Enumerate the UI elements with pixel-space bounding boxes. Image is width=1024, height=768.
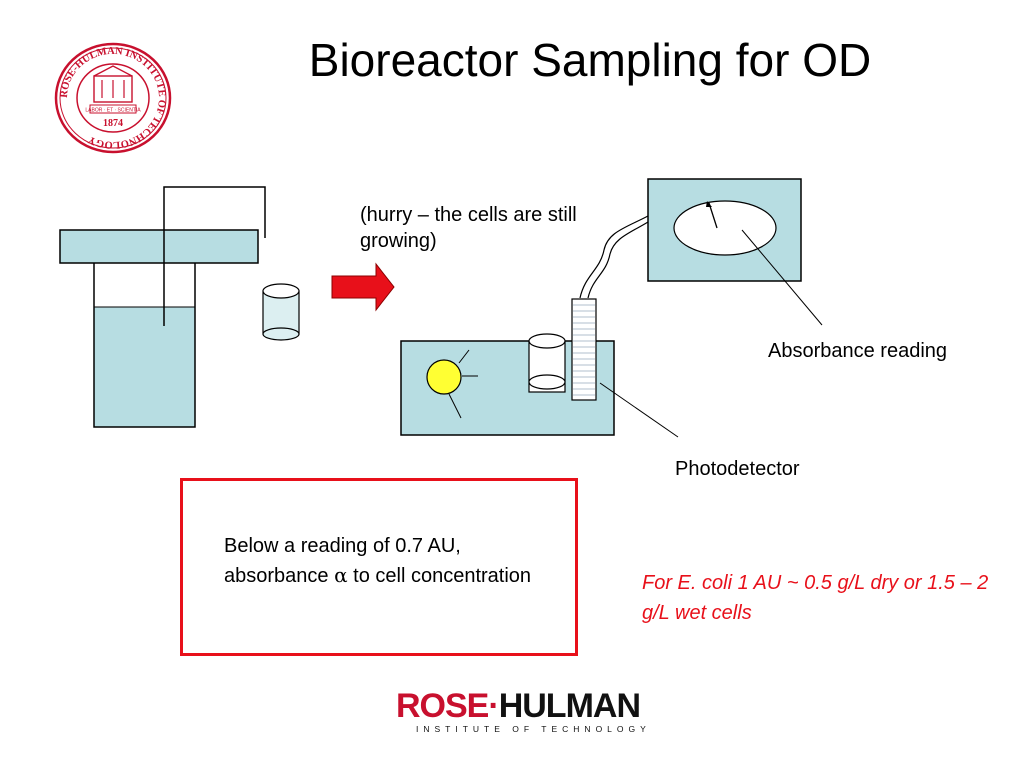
absorbance-leader-line xyxy=(741,229,823,326)
svg-text:1874: 1874 xyxy=(103,118,123,129)
detector-cable xyxy=(579,215,649,299)
logo-hulman: HULMAN xyxy=(498,687,641,725)
logo-subtitle: INSTITUTE OF TECHNOLOGY xyxy=(416,724,651,734)
svg-text:LABOR · ET · SCIENTIA: LABOR · ET · SCIENTIA xyxy=(85,108,141,114)
logo-rose: ROSE xyxy=(396,687,489,725)
logo-wordmark: ROSE·HULMAN xyxy=(396,686,641,726)
bioreactor xyxy=(59,186,266,428)
callout-box xyxy=(180,478,578,656)
photodetector-label: Photodetector xyxy=(675,458,800,480)
rose-hulman-logo: ROSE·HULMAN INSTITUTE OF TECHNOLOGY xyxy=(396,686,646,738)
callout-text-before: Below a reading of 0.7 AU, absorbance xyxy=(224,535,461,587)
photodetector xyxy=(571,298,597,401)
absorbance-meter xyxy=(647,178,802,282)
sample-vial xyxy=(262,283,300,341)
slide-title: Bioreactor Sampling for OD xyxy=(308,34,872,86)
callout-text-after: to cell concentration xyxy=(347,565,532,587)
alpha-symbol: α xyxy=(334,563,348,587)
absorbance-reading-label: Absorbance reading xyxy=(768,340,948,362)
hurry-note: (hurry – the cells are still growing) xyxy=(360,204,577,252)
transfer-arrow xyxy=(331,262,395,312)
logo-dot: · xyxy=(488,687,499,725)
photodetector-stripes xyxy=(573,304,595,396)
callout-text: Below a reading of 0.7 AU, absorbance α … xyxy=(224,532,554,591)
spectrophotometer xyxy=(400,298,615,436)
institute-seal: ROSE-HULMAN INSTITUTE OF TECHNOLOGY LABO… xyxy=(54,42,172,154)
ecoli-note: For E. coli 1 AU ~ 0.5 g/L dry or 1.5 – … xyxy=(642,572,989,624)
photodetector-leader-line xyxy=(599,382,679,438)
light-source xyxy=(426,359,462,395)
meter-needle xyxy=(708,202,718,229)
